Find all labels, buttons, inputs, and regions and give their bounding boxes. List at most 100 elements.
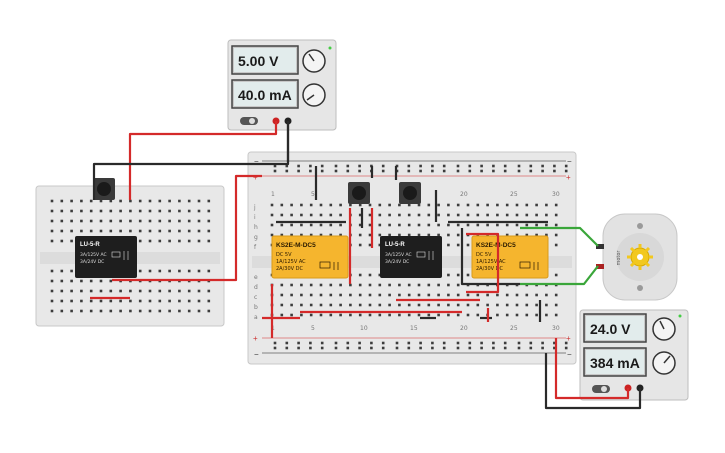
breadboard-hole[interactable]: [89, 209, 93, 213]
breadboard-hole[interactable]: [300, 233, 303, 237]
breadboard-hole[interactable]: [378, 273, 382, 277]
breadboard-hole[interactable]: [517, 164, 521, 168]
breadboard-hole[interactable]: [168, 239, 171, 243]
breadboard-hole[interactable]: [447, 313, 450, 317]
breadboard-hole[interactable]: [358, 203, 362, 207]
breadboard-hole[interactable]: [529, 346, 533, 350]
breadboard-hole[interactable]: [378, 303, 382, 307]
breadboard-hole[interactable]: [80, 279, 83, 283]
breadboard-hole[interactable]: [417, 233, 421, 237]
breadboard-hole[interactable]: [529, 341, 533, 345]
breadboard-hole[interactable]: [505, 303, 509, 307]
breadboard-hole[interactable]: [427, 283, 431, 287]
breadboard-hole[interactable]: [541, 169, 544, 173]
breadboard-hole[interactable]: [319, 303, 323, 307]
breadboard-hole[interactable]: [476, 293, 480, 297]
breadboard-hole[interactable]: [60, 299, 64, 303]
breadboard-hole[interactable]: [50, 199, 54, 203]
black-wire[interactable]: [544, 353, 642, 410]
breadboard-hole[interactable]: [447, 273, 450, 277]
breadboard-hole[interactable]: [431, 169, 434, 173]
breadboard-hole[interactable]: [309, 341, 312, 345]
breadboard-hole[interactable]: [427, 293, 431, 297]
breadboard-hole[interactable]: [407, 283, 411, 287]
breadboard-hole[interactable]: [545, 223, 548, 227]
breadboard-hole[interactable]: [456, 213, 460, 217]
breadboard-hole[interactable]: [525, 293, 529, 297]
breadboard-hole[interactable]: [89, 289, 93, 293]
breadboard-hole[interactable]: [129, 229, 132, 233]
breadboard-hole[interactable]: [466, 293, 470, 297]
breadboard-hole[interactable]: [407, 346, 411, 350]
breadboard-hole[interactable]: [309, 313, 313, 317]
breadboard-hole[interactable]: [60, 289, 64, 293]
breadboard-hole[interactable]: [417, 203, 421, 207]
breadboard-hole[interactable]: [505, 213, 509, 217]
breadboard-hole[interactable]: [119, 309, 122, 313]
breadboard-hole[interactable]: [388, 223, 391, 227]
breadboard-hole[interactable]: [138, 309, 142, 313]
breadboard-hole[interactable]: [447, 283, 450, 287]
breadboard-hole[interactable]: [109, 199, 113, 203]
breadboard-hole[interactable]: [280, 213, 284, 217]
breadboard-hole[interactable]: [197, 199, 201, 203]
breadboard-hole[interactable]: [492, 169, 495, 173]
breadboard-hole[interactable]: [329, 303, 333, 307]
breadboard-hole[interactable]: [178, 209, 181, 213]
breadboard-hole[interactable]: [496, 303, 499, 307]
red-wire[interactable]: [128, 121, 278, 200]
breadboard-hole[interactable]: [158, 309, 162, 313]
breadboard-hole[interactable]: [466, 313, 470, 317]
breadboard-hole[interactable]: [358, 233, 362, 237]
breadboard-hole[interactable]: [564, 341, 568, 345]
breadboard-hole[interactable]: [50, 309, 54, 313]
breadboard-hole[interactable]: [515, 223, 519, 227]
breadboard-hole[interactable]: [300, 203, 303, 207]
breadboard-hole[interactable]: [407, 313, 411, 317]
breadboard-hole[interactable]: [70, 269, 73, 273]
breadboard-hole[interactable]: [378, 233, 382, 237]
breadboard-hole[interactable]: [109, 219, 113, 223]
breadboard-hole[interactable]: [148, 309, 152, 313]
breadboard-hole[interactable]: [496, 213, 499, 217]
breadboard-hole[interactable]: [492, 341, 495, 345]
breadboard-hole[interactable]: [476, 203, 480, 207]
breadboard-hole[interactable]: [480, 164, 483, 168]
breadboard-hole[interactable]: [290, 293, 293, 297]
pushbutton-left-board[interactable]: [93, 178, 115, 200]
red-wire[interactable]: [112, 174, 262, 282]
breadboard-hole[interactable]: [476, 303, 480, 307]
breadboard-hole[interactable]: [437, 313, 440, 317]
breadboard-hole[interactable]: [89, 229, 93, 233]
breadboard-hole[interactable]: [60, 229, 64, 233]
breadboard-hole[interactable]: [300, 223, 303, 227]
breadboard-hole[interactable]: [70, 279, 73, 283]
breadboard-hole[interactable]: [158, 199, 162, 203]
breadboard-hole[interactable]: [60, 209, 64, 213]
breadboard-hole[interactable]: [50, 219, 54, 223]
breadboard-hole[interactable]: [138, 269, 142, 273]
breadboard-hole[interactable]: [407, 233, 411, 237]
breadboard-hole[interactable]: [442, 164, 446, 168]
breadboard-hole[interactable]: [339, 303, 342, 307]
breadboard-hole[interactable]: [417, 303, 421, 307]
breadboard-hole[interactable]: [447, 203, 450, 207]
pushbutton-2[interactable]: [399, 182, 421, 204]
breadboard-hole[interactable]: [129, 309, 132, 313]
breadboard-hole[interactable]: [554, 313, 558, 317]
breadboard-hole[interactable]: [297, 341, 300, 345]
breadboard-hole[interactable]: [447, 293, 450, 297]
breadboard-hole[interactable]: [358, 223, 362, 227]
breadboard-hole[interactable]: [148, 269, 152, 273]
breadboard-hole[interactable]: [468, 341, 472, 345]
breadboard-hole[interactable]: [437, 293, 440, 297]
breadboard-hole[interactable]: [158, 219, 162, 223]
breadboard-hole[interactable]: [80, 299, 83, 303]
breadboard-hole[interactable]: [119, 289, 122, 293]
breadboard-hole[interactable]: [168, 289, 171, 293]
breadboard-hole[interactable]: [60, 309, 64, 313]
breadboard-hole[interactable]: [407, 341, 411, 345]
breadboard-hole[interactable]: [368, 243, 372, 247]
breadboard-hole[interactable]: [553, 346, 556, 350]
